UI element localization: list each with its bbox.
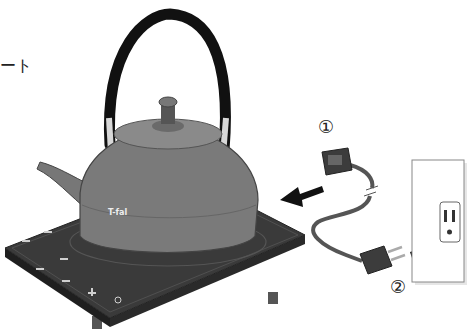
brand-logo: T-fal — [108, 209, 127, 217]
kettle-shade — [82, 205, 256, 218]
insert-arrow — [280, 186, 324, 207]
power-plug — [360, 246, 392, 274]
outlet-socket — [440, 202, 460, 242]
plug-prong — [391, 255, 405, 260]
plug-prong — [388, 247, 402, 252]
base-leg — [268, 292, 278, 304]
cut-off-title: ート — [0, 58, 32, 74]
kettle-handle — [109, 14, 225, 150]
outlet-plate — [412, 160, 464, 282]
cord — [350, 165, 372, 188]
connector-face — [328, 155, 342, 165]
socket-ground — [447, 230, 452, 235]
break-mark — [364, 186, 378, 196]
callout-number: ② — [390, 278, 406, 296]
callout-number: ① — [318, 118, 334, 136]
socket-slot — [452, 210, 455, 222]
kettle — [37, 14, 258, 253]
socket-slot — [444, 210, 447, 222]
wall-outlet — [412, 160, 467, 285]
cord — [313, 196, 370, 261]
appliance-connector — [322, 148, 352, 175]
lid-knob-top — [159, 97, 177, 107]
power-cord — [313, 148, 405, 274]
